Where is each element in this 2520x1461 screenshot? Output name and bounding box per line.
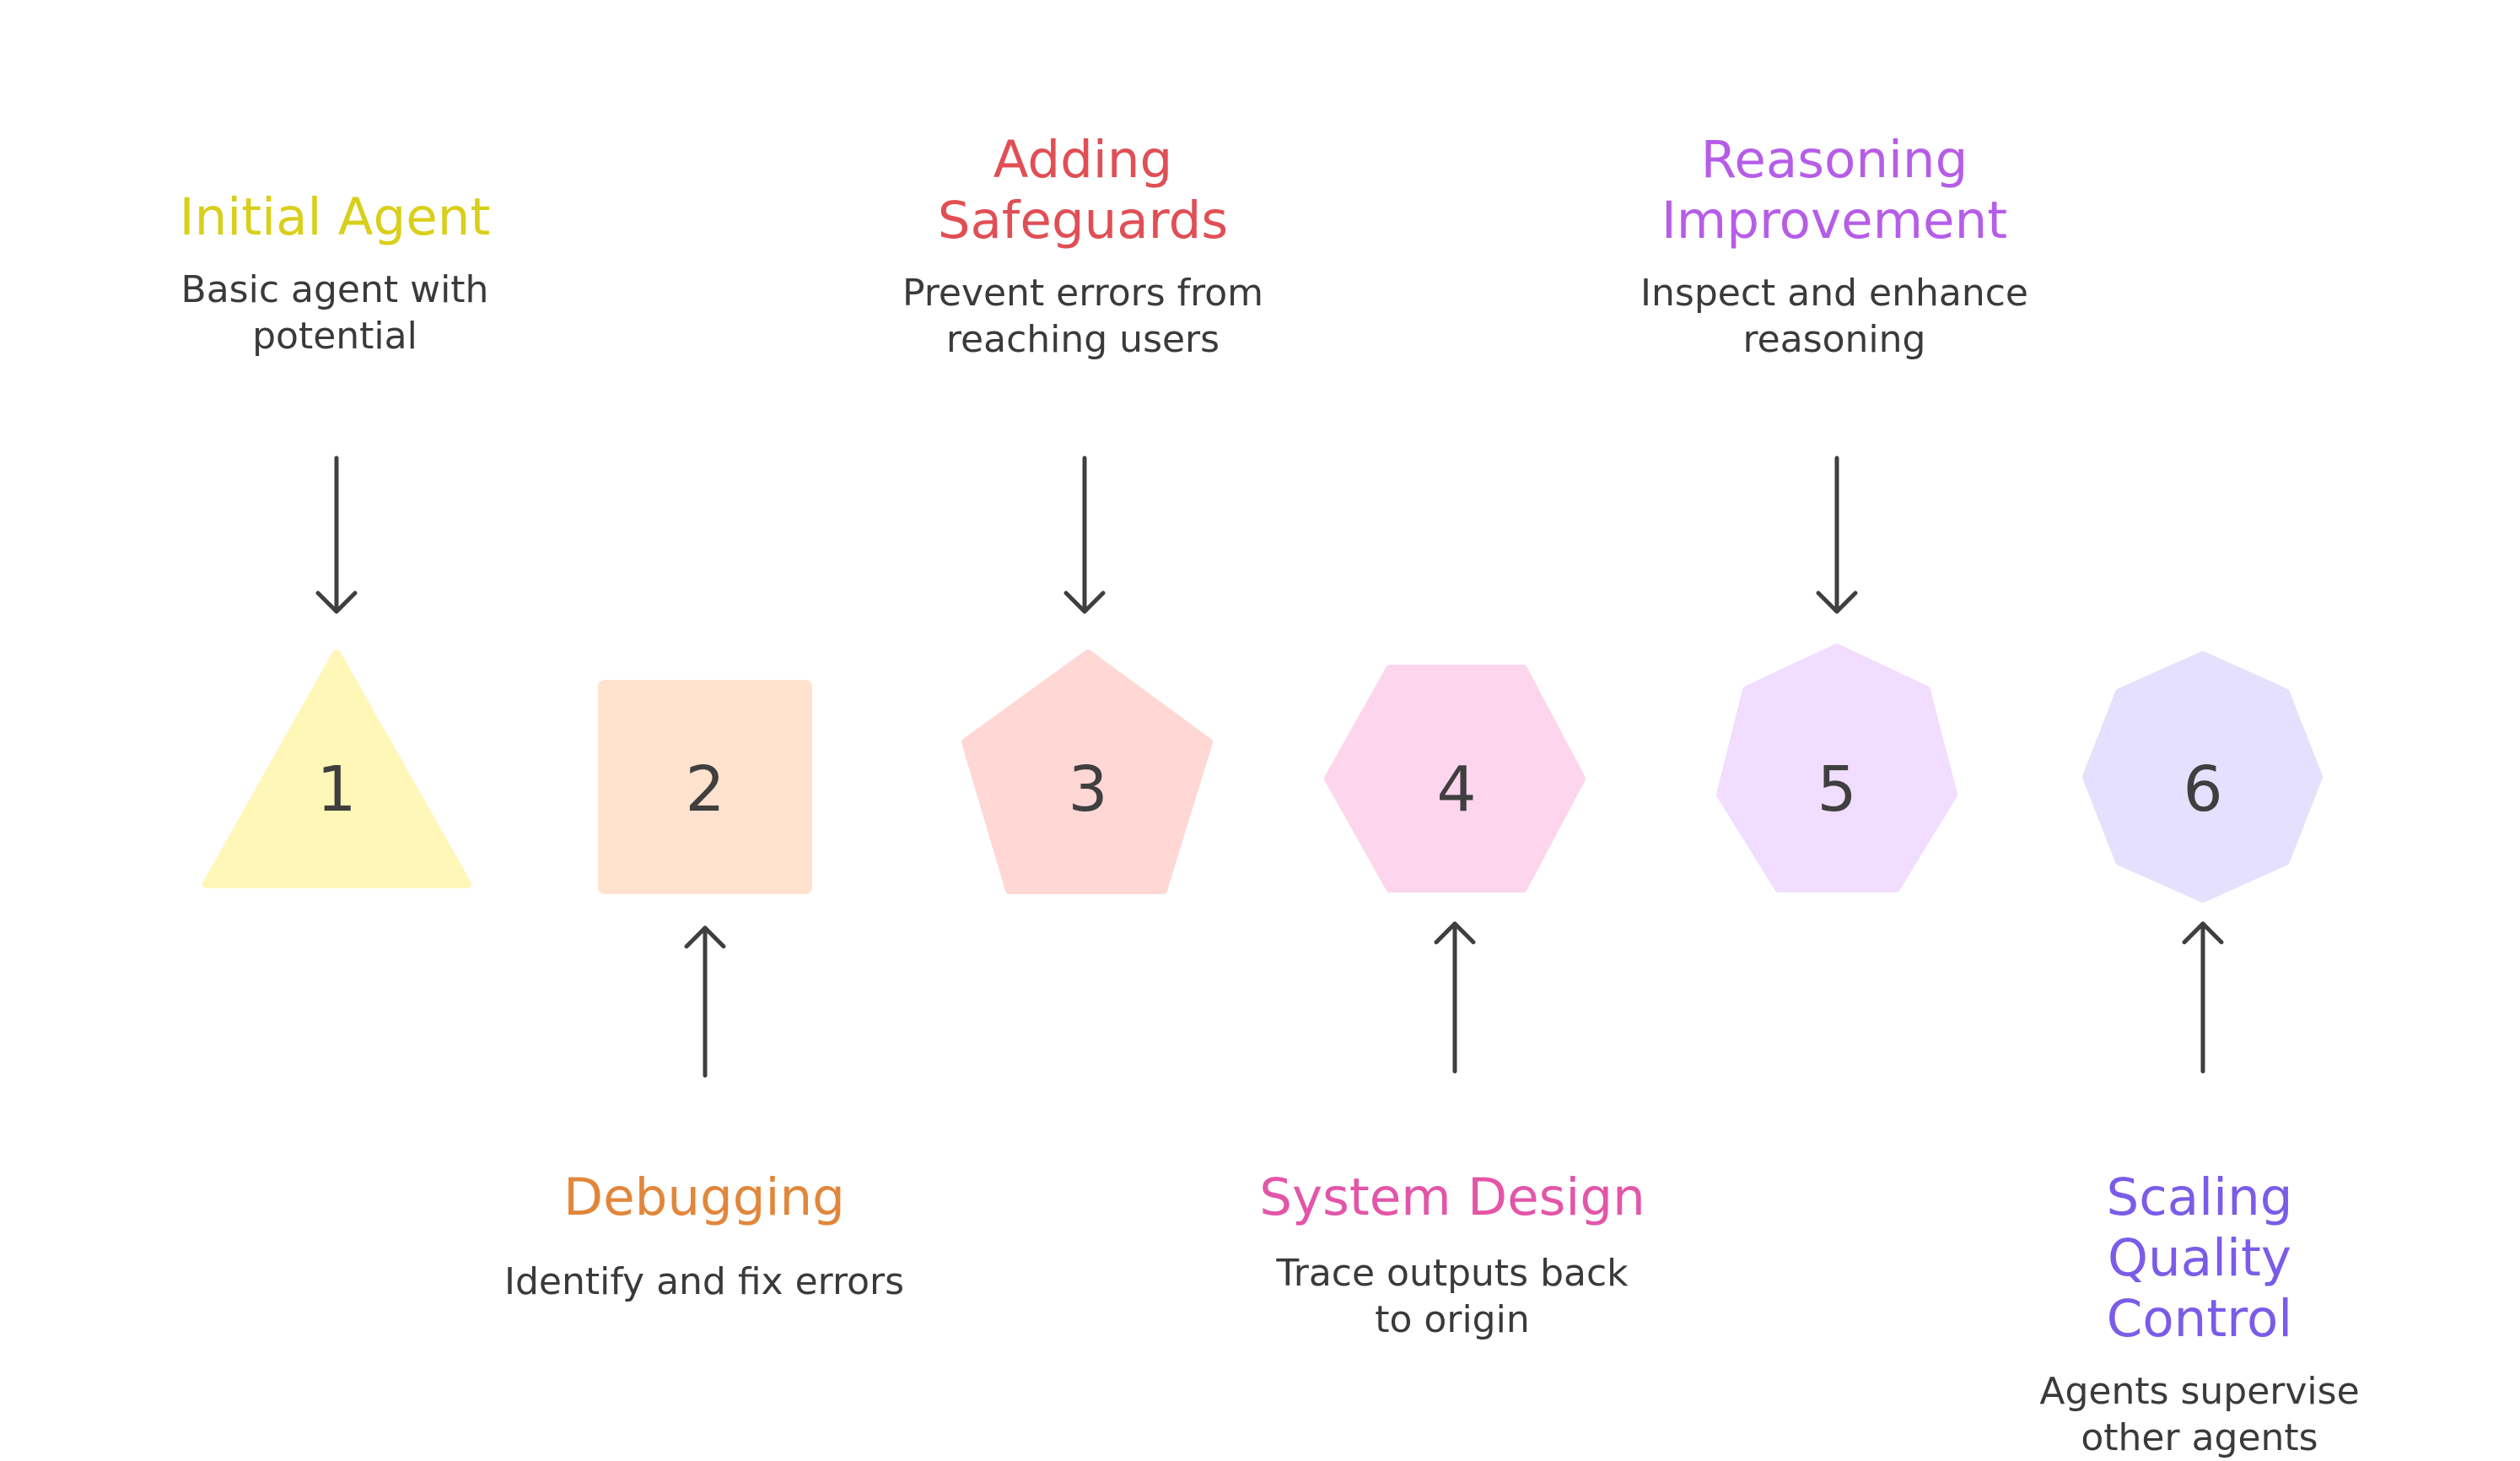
step-4-label: System Design Trace outputs back to orig… — [1259, 1167, 1645, 1343]
arrow-down-icon — [1816, 590, 1858, 614]
step-4-title: System Design — [1259, 1167, 1645, 1227]
step-5-node: 5 — [1716, 644, 1957, 892]
hexagon-shape — [1324, 665, 1586, 892]
step-5-label: Reasoning Improvement Inspect and enhanc… — [1640, 130, 2028, 363]
step-2-label: Debugging Identify and fix errors — [504, 1167, 904, 1305]
arrow-up-icon — [684, 925, 726, 949]
step-1-arrow — [315, 456, 358, 614]
step-5-description: Inspect and enhance reasoning — [1640, 272, 2028, 361]
step-3-node: 3 — [961, 650, 1213, 894]
arrow-down-icon — [1063, 590, 1106, 614]
step-3-arrow — [1063, 456, 1106, 614]
step-6-label: Scaling Quality Control Agents supervise… — [2039, 1167, 2360, 1461]
step-1-number: 1 — [316, 753, 356, 826]
arrow-up-icon — [2182, 921, 2224, 945]
step-4-arrow — [1434, 921, 1476, 1074]
step-3-number: 3 — [1068, 753, 1107, 826]
step-2-node: 2 — [598, 680, 812, 894]
step-5-arrow — [1816, 456, 1858, 614]
arrow-up-icon — [1434, 921, 1476, 945]
heptagon-shape — [1716, 644, 1957, 892]
square-shape — [598, 680, 812, 894]
step-2-arrow — [684, 925, 726, 1078]
step-1-title: Initial Agent — [179, 187, 491, 247]
step-4-number: 4 — [1436, 753, 1476, 826]
step-2-title: Debugging — [563, 1167, 845, 1227]
pentagon-shape — [961, 650, 1213, 894]
octagon-shape — [2082, 651, 2323, 903]
step-6-title: Scaling Quality Control — [2106, 1167, 2293, 1349]
step-3-description: Prevent errors from reaching users — [902, 272, 1264, 361]
step-6-arrow — [2182, 921, 2224, 1074]
step-4-node: 4 — [1324, 665, 1586, 892]
step-2-description: Identify and fix errors — [503, 1260, 905, 1303]
step-1-label: Initial Agent Basic agent with potential — [180, 187, 491, 359]
step-6-number: 6 — [2183, 753, 2222, 826]
step-4-description: Trace outputs back to origin — [1276, 1252, 1629, 1341]
step-6-description: Agents supervise other agents — [2039, 1370, 2360, 1459]
step-1-node: 1 — [202, 650, 471, 888]
triangle-shape — [202, 650, 471, 888]
step-3-label: Adding Safeguards Prevent errors from re… — [902, 130, 1263, 363]
step-1-description: Basic agent with potential — [180, 268, 489, 358]
step-5-title: Reasoning Improvement — [1661, 130, 2008, 251]
arrow-down-icon — [315, 590, 358, 614]
step-2-number: 2 — [685, 753, 724, 826]
step-3-title: Adding Safeguards — [937, 130, 1229, 251]
step-6-node: 6 — [2082, 651, 2323, 903]
step-5-number: 5 — [1817, 753, 1856, 826]
